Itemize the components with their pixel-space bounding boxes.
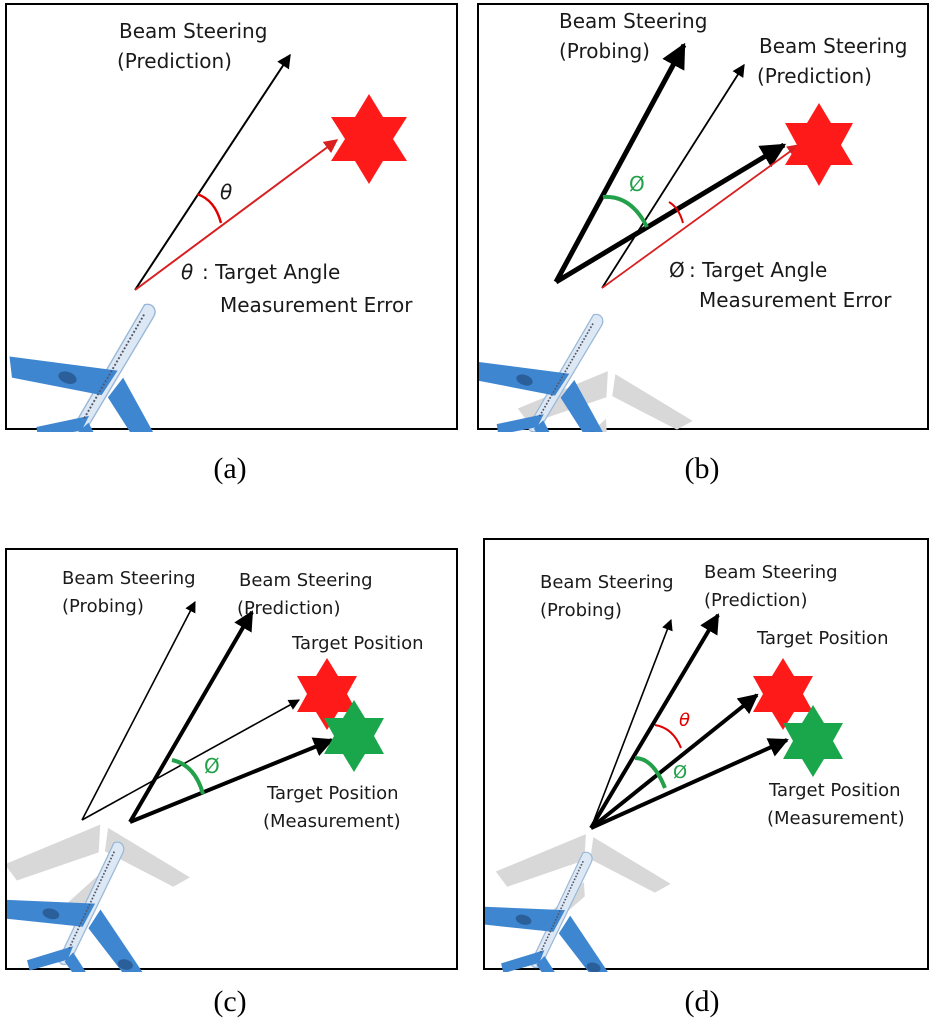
angle-phi-symbol: Ø: [629, 172, 645, 196]
beam-probing-arrow: [81, 601, 196, 821]
target-position-label: Target Position: [756, 628, 889, 649]
angle-phi-symbol: Ø: [204, 754, 220, 778]
beam-probing-sub: (Probing): [540, 600, 622, 621]
angle-phi-arc: [634, 756, 667, 789]
panel-d: Beam Steering (Probing) Beam Steering (P…: [483, 538, 929, 972]
target-measurement-sub: (Measurement): [263, 811, 401, 832]
angle-phi-arc: [171, 758, 205, 795]
caption-c: (c): [213, 985, 247, 1018]
angle-phi-legend-symbol: Ø: [669, 258, 685, 282]
beam-prediction-sub: (Prediction): [117, 49, 232, 73]
star-of-david-icon: [297, 658, 357, 730]
star-of-david-icon: [753, 658, 813, 730]
panel-b: Beam Steering (Probing) Beam Steering (P…: [477, 3, 929, 432]
measured-star-of-david-icon: [324, 700, 384, 772]
beam-prediction-label: Beam Steering: [704, 562, 838, 583]
star-of-david-icon: [331, 94, 407, 184]
beam-prediction-arrow: [589, 613, 720, 830]
target-measurement-sub: (Measurement): [767, 808, 905, 829]
measured-target-arrow: [554, 142, 787, 285]
panel-c: Beam Steering (Probing) Beam Steering (P…: [5, 548, 458, 972]
angle-theta-legend-symbol: θ: [181, 260, 193, 284]
beam-prediction-label: Beam Steering: [119, 19, 267, 43]
true-target-arrow: [81, 699, 300, 821]
beam-prediction-sub: (Prediction): [704, 590, 807, 611]
measured-star-of-david-icon: [783, 705, 843, 777]
error-label-line2: Measurement Error: [699, 288, 892, 312]
error-label-line1: : Target Angle: [689, 258, 827, 282]
aircraft-icon: [479, 278, 663, 432]
beam-prediction-arrow: [134, 53, 291, 291]
beam-prediction-label: Beam Steering: [759, 34, 907, 58]
panel-a: Beam Steering (Prediction) θ θ : Target …: [5, 3, 458, 432]
beam-probing-arrow: [553, 42, 687, 284]
beam-prediction-label: Beam Steering: [239, 570, 373, 591]
beam-probing-sub: (Probing): [559, 39, 650, 63]
angle-theta-arc: [196, 192, 223, 224]
error-line: [134, 139, 339, 291]
beam-probing-sub: (Probing): [62, 596, 144, 617]
beam-probing-arrow: [590, 618, 673, 829]
beam-prediction-sub: (Prediction): [237, 598, 340, 619]
error-label-line1: : Target Angle: [202, 260, 340, 284]
angle-phi-symbol: Ø: [673, 762, 687, 783]
angle-theta-arc: [668, 201, 684, 224]
angle-theta-symbol: θ: [220, 180, 232, 204]
caption-b: (b): [684, 452, 720, 485]
beam-prediction-arrow: [128, 610, 254, 824]
target-measurement-label: Target Position: [768, 780, 901, 801]
star-of-david-icon: [785, 103, 853, 186]
beam-prediction-sub: (Prediction): [757, 64, 872, 88]
error-line: [601, 144, 801, 289]
beam-probing-label: Beam Steering: [540, 572, 674, 593]
true-target-arrow: [589, 693, 759, 830]
caption-a: (a): [213, 452, 247, 485]
angle-theta-symbol: θ: [679, 710, 690, 731]
target-measurement-label: Target Position: [266, 783, 399, 804]
target-position-label: Target Position: [291, 633, 424, 654]
aircraft-icon: [7, 264, 223, 432]
beam-probing-label: Beam Steering: [559, 9, 707, 33]
angle-theta-arc: [654, 724, 682, 749]
angle-phi-arc: [602, 194, 649, 228]
caption-d: (d): [684, 985, 720, 1018]
error-label-line2: Measurement Error: [220, 293, 413, 317]
measured-target-arrow: [129, 737, 334, 824]
beam-probing-label: Beam Steering: [62, 568, 196, 589]
beam-prediction-arrow: [601, 63, 745, 289]
measured-target-arrow: [590, 738, 789, 830]
